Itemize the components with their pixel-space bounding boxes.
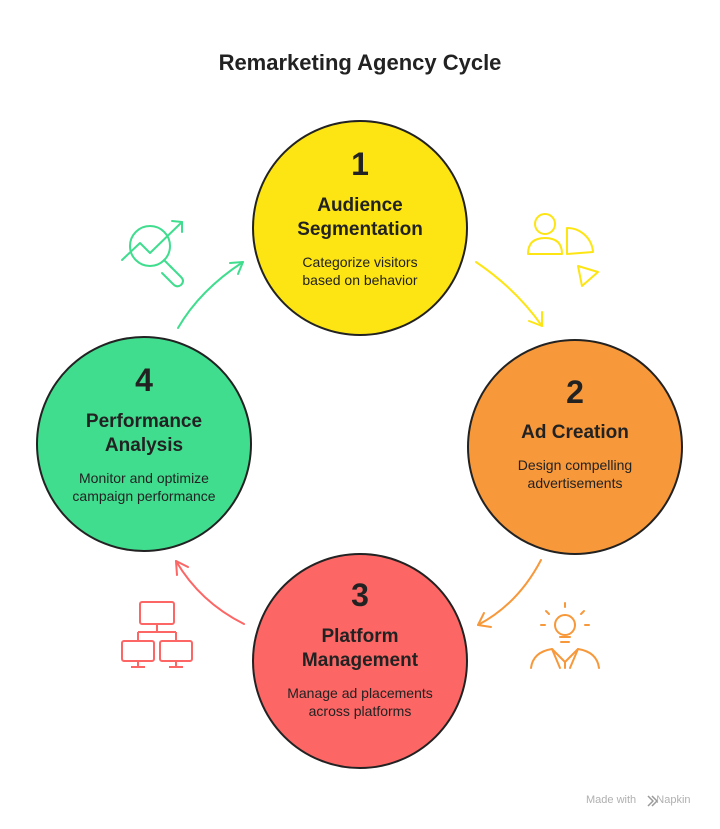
- stage-3-platform-management: 3 Platform Management Manage ad placemen…: [252, 553, 468, 769]
- magnifier-trend-icon: [121, 220, 184, 288]
- stage-title: Performance Analysis: [85, 411, 203, 456]
- stage-description: Design compelling advertisements: [517, 457, 633, 491]
- arrow-3-to-4: [175, 560, 245, 625]
- audience-segments-icon: [527, 213, 599, 287]
- stage-4-performance-analysis: 4 Performance Analysis Monitor and optim…: [36, 336, 252, 552]
- network-computers-icon: [121, 601, 193, 668]
- arrow-4-to-1: [177, 261, 244, 329]
- stage-description: Manage ad placements across platforms: [287, 685, 433, 719]
- stage-number: 3: [351, 577, 369, 613]
- stage-title: Audience Segmentation: [297, 195, 423, 240]
- stage-title: Ad Creation: [521, 422, 629, 443]
- stage-description: Monitor and optimize campaign performanc…: [72, 470, 216, 504]
- stage-1-audience-segmentation: 1 Audience Segmentation Categorize visit…: [252, 120, 468, 336]
- stage-title: Platform Management: [301, 626, 419, 671]
- arrow-1-to-2: [475, 261, 543, 327]
- stage-number: 4: [135, 362, 153, 398]
- page-title: Remarketing Agency Cycle: [218, 50, 502, 75]
- arrow-2-to-3: [477, 559, 542, 628]
- lightbulb-person-icon: [530, 602, 600, 669]
- stage-description: Categorize visitors based on behavior: [302, 254, 418, 288]
- napkin-logo-icon: [647, 795, 658, 807]
- made-with-napkin-footer: Made with Napkin: [586, 794, 691, 806]
- stage-number: 2: [566, 374, 584, 410]
- stage-number: 1: [351, 146, 369, 182]
- stage-2-ad-creation: 2 Ad Creation Design compelling advertis…: [467, 339, 683, 555]
- footer-made-with: Made with: [586, 794, 637, 806]
- footer-brand: Napkin: [656, 794, 691, 806]
